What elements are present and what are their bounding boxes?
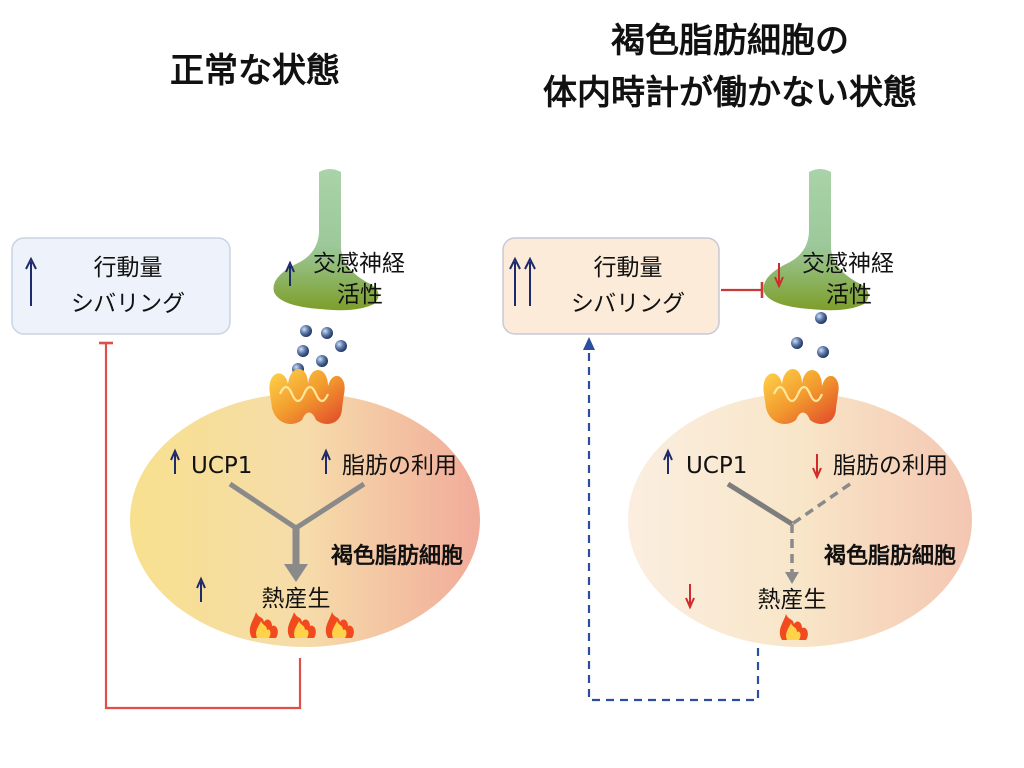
up-arrow-icon [196,576,206,602]
left-fat-use-label: 脂肪の利用 [342,453,457,479]
right-nerve-terminal [763,169,869,311]
left-title: 正常な状態 [170,51,340,91]
down-arrow-icon [774,263,784,289]
down-arrow-icon [685,584,695,610]
right-fat-use-label: 脂肪の利用 [833,453,948,479]
right-pathway-lines [726,481,851,584]
left-pathway-lines [228,481,366,582]
right-nerve-line2: 活性 [826,282,872,308]
left-box-line1: 行動量 [94,255,163,281]
up-arrow-icon [25,256,37,306]
up-arrow-icon [663,448,673,474]
double-up-arrow-icon [509,256,536,306]
right-neurotransmitter-dots [791,312,829,358]
right-box-line1: 行動量 [594,255,663,281]
down-arrow-icon [812,454,822,480]
left-nerve-terminal [273,169,379,311]
right-mitochondrion [763,369,839,424]
right-box-line2: シバリング [571,291,685,317]
right-heat-label: 熱産生 [758,587,827,613]
left-ucp1-label: UCP1 [191,453,252,479]
left-behavior-box [11,237,231,335]
flame-icon [249,612,278,638]
flame-icon [779,614,808,640]
left-flames [249,612,354,638]
right-title-line1: 褐色脂肪細胞の [611,21,849,61]
left-cell-name: 褐色脂肪細胞 [330,543,463,569]
right-dashed-feedback [583,337,760,702]
right-behavior-box [502,237,720,335]
right-nerve-line1: 交感神経 [802,251,894,277]
flame-icon [325,612,354,638]
right-cell-name: 褐色脂肪細胞 [823,543,956,569]
left-feedback-line [99,341,302,710]
right-title-line2: 体内時計が働かない状態 [543,73,917,113]
left-mitochondrion [269,369,345,424]
right-ucp1-label: UCP1 [686,453,747,479]
left-neurotransmitter-dots [292,325,347,375]
up-arrow-icon [321,448,331,474]
left-box-line2: シバリング [71,291,185,317]
flame-icon [287,612,316,638]
left-nerve-line2: 活性 [337,282,383,308]
up-arrow-icon [285,260,295,286]
left-nerve-line1: 交感神経 [313,251,405,277]
right-flames [779,614,808,640]
right-inhibit-line [721,282,764,298]
up-arrow-icon [170,448,180,474]
left-heat-label: 熱産生 [262,586,331,612]
